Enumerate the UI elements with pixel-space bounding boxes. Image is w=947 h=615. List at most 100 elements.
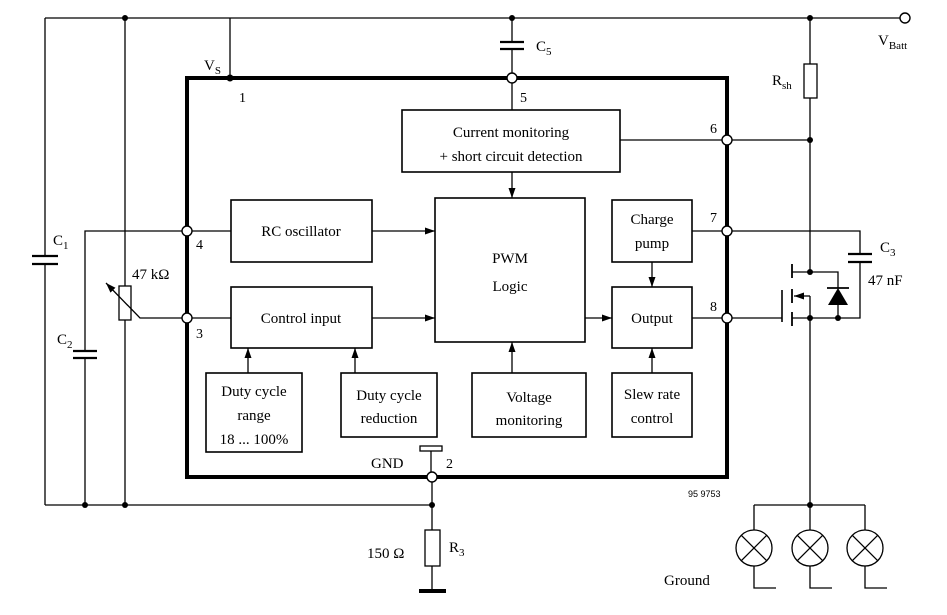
charge-pump-box <box>611 199 693 263</box>
voltage-monitoring-line1: Voltage <box>506 390 552 406</box>
c1-label: C1 <box>53 233 69 252</box>
duty-cycle-reduction-line1: Duty cycle <box>356 388 422 404</box>
pin6-number: 6 <box>710 122 717 137</box>
pin1-vs-node <box>226 74 234 82</box>
c2-label: C2 <box>57 332 73 351</box>
pin2-number: 2 <box>446 457 453 472</box>
voltage-monitoring-line2: monitoring <box>496 413 563 429</box>
r3-label-main: R <box>449 540 459 556</box>
pin8-number: 8 <box>710 300 717 315</box>
duty-cycle-range-box <box>205 372 303 453</box>
pot-wiper-wire <box>105 282 182 319</box>
pin4-number: 4 <box>196 238 203 253</box>
junction-dot-rsh-top <box>807 15 813 21</box>
pwm-logic-line1: PWM <box>492 251 528 267</box>
current-monitoring-box <box>401 109 621 173</box>
c5-label-main: C <box>536 39 546 55</box>
c3-label-sub: 3 <box>890 247 896 259</box>
pin7-terminal <box>721 225 733 237</box>
block-duty-cycle-reduction: Duty cycle reduction <box>340 372 438 438</box>
block-pwm-logic: PWM Logic <box>434 197 586 343</box>
pin7-number: 7 <box>710 211 717 226</box>
slew-rate-control-box <box>611 372 693 438</box>
pwm-logic-line2: Logic <box>493 279 528 295</box>
junction-dot-c5-top <box>509 15 515 21</box>
pin4-terminal <box>181 225 193 237</box>
junction-dot-sense <box>807 137 813 143</box>
drawing-number: 95 9753 <box>688 489 721 499</box>
rc-oscillator-box <box>230 199 373 263</box>
block-current-monitoring: Current monitoring + short circuit detec… <box>401 109 621 173</box>
output-label: Output <box>631 311 674 327</box>
junction-dot-c1-top <box>122 15 128 21</box>
duty-cycle-reduction-line2: reduction <box>361 411 418 427</box>
internal-signal-arrows <box>192 172 656 373</box>
duty-cycle-range-line1: Duty cycle <box>221 384 287 400</box>
c3-label: C3 <box>880 240 896 259</box>
c2-label-sub: 2 <box>67 339 73 351</box>
duty-cycle-reduction-box <box>340 372 438 438</box>
block-charge-pump: Charge pump <box>611 199 693 263</box>
lamp-middle <box>791 529 832 589</box>
junction-dot-pot-bottom <box>122 502 128 508</box>
pin3-terminal <box>181 312 193 324</box>
duty-cycle-range-line3: 18 ... 100% <box>220 432 289 448</box>
pot-value-label: 47 kΩ <box>132 267 169 283</box>
rsh-resistor <box>803 63 818 99</box>
c3-label-main: C <box>880 240 890 256</box>
ic-pins <box>181 72 733 483</box>
vbatt-terminal <box>899 12 911 24</box>
r3-resistor <box>424 529 441 567</box>
current-monitoring-line1: Current monitoring <box>453 125 570 141</box>
lamp-middle-cross <box>796 534 824 562</box>
lamp-left <box>735 529 776 589</box>
slew-rate-control-line1: Slew rate <box>624 387 681 403</box>
c5-label-sub: 5 <box>546 46 552 58</box>
charge-pump-line1: Charge <box>630 212 673 228</box>
pin3-number: 3 <box>196 327 203 342</box>
pin4-c2-wire <box>84 230 182 351</box>
r3-label-sub: 3 <box>459 547 465 559</box>
c3-lower-wire <box>810 262 861 319</box>
lamp-right-cross <box>851 534 879 562</box>
rc-oscillator-label: RC oscillator <box>261 224 341 240</box>
junction-dot-gnd <box>429 502 435 508</box>
vs-label-sub: S <box>215 65 221 77</box>
c2-label-main: C <box>57 332 67 348</box>
external-wiring <box>32 12 911 593</box>
ic-package-outline <box>185 76 729 479</box>
voltage-monitoring-box <box>471 372 587 438</box>
block-slew-rate-control: Slew rate control <box>611 372 693 438</box>
vbatt-label-sub: Batt <box>889 40 907 52</box>
gnd-pin-tab <box>419 445 443 452</box>
diode-triangle <box>828 288 848 305</box>
lamp-middle-ground-lead <box>809 566 832 589</box>
output-box <box>611 286 693 349</box>
pin1-number: 1 <box>239 91 246 106</box>
pin8-terminal <box>721 312 733 324</box>
pin2-terminal <box>426 471 438 483</box>
lamp-left-cross <box>740 534 768 562</box>
r3-label: R3 <box>449 540 465 559</box>
r3-value-label: 150 Ω <box>367 546 404 562</box>
pin5-number: 5 <box>520 91 527 106</box>
c5-label: C5 <box>536 39 552 58</box>
lamp-right <box>846 529 887 589</box>
lamp-left-ground-lead <box>753 566 776 589</box>
vs-label: VS <box>204 58 221 77</box>
rsh-label-sub: sh <box>782 80 792 92</box>
vs-label-main: V <box>204 58 215 74</box>
duty-cycle-range-line2: range <box>237 408 271 424</box>
pwm-logic-box <box>434 197 586 343</box>
block-duty-cycle-range: Duty cycle range 18 ... 100% <box>205 372 303 453</box>
charge-pump-line2: pump <box>635 236 669 252</box>
block-voltage-monitoring: Voltage monitoring <box>471 372 587 438</box>
junction-dot-load <box>807 502 813 508</box>
control-input-label: Control input <box>261 311 342 327</box>
lamp-right-ground-lead <box>864 566 887 589</box>
c1-label-sub: 1 <box>63 240 69 252</box>
vbatt-label-main: V <box>878 33 889 49</box>
junction-dot-diode-anode <box>835 315 841 321</box>
